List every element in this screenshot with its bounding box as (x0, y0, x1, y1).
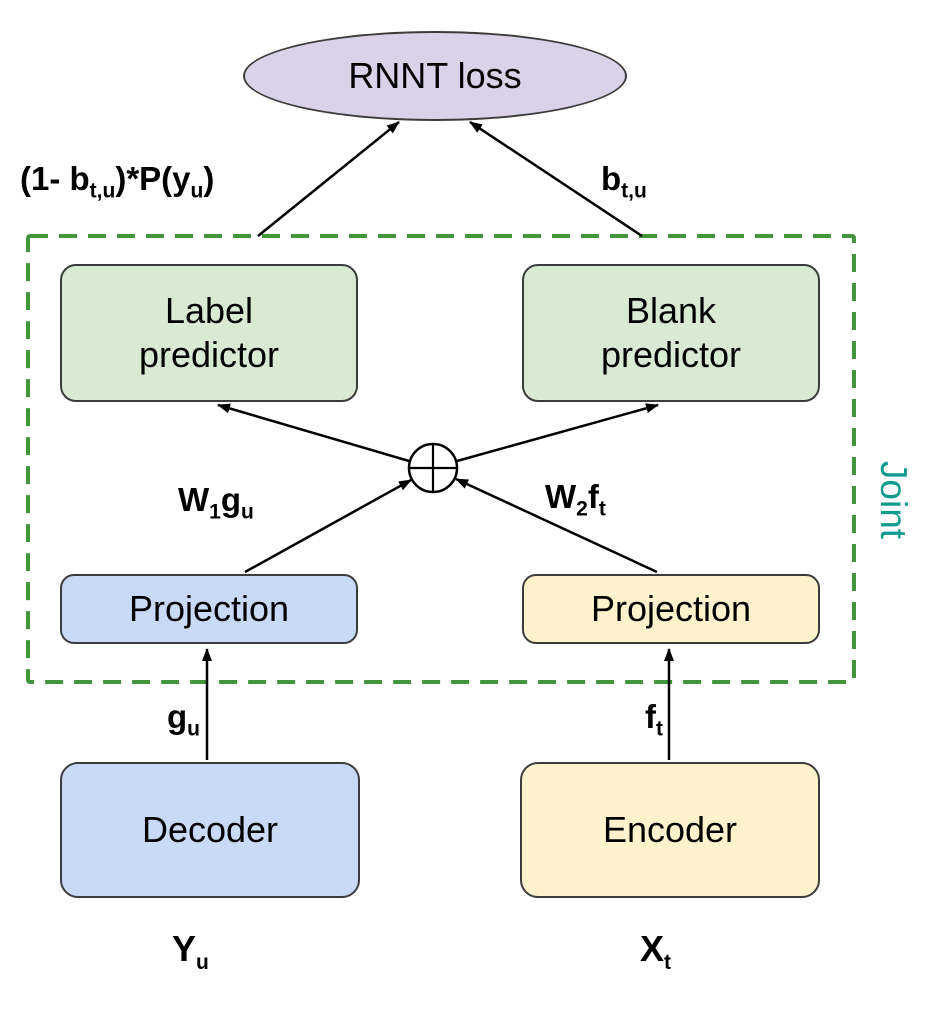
input-label-yu: Yu (172, 928, 209, 975)
edge-label-blank-prob: bt,u (601, 160, 647, 203)
blank-predictor-label: Blank predictor (600, 290, 742, 375)
arrow-projection-right-to-sum (455, 477, 658, 574)
edge-label-w1gu: W1gu (178, 481, 254, 524)
edge-label-ft: ft (645, 698, 663, 741)
arrow-sum-to-label-predictor (217, 403, 410, 463)
arrow-sum-to-blank-predictor (456, 403, 659, 463)
sum-icon (407, 442, 459, 494)
decoder-label: Decoder (141, 809, 279, 850)
joint-region-outline (26, 234, 856, 684)
projection-right-node: Projection (522, 574, 820, 644)
joint-region-label: Joint (873, 460, 914, 540)
label-predictor-node: Label predictor (60, 264, 358, 402)
label-predictor-label: Label predictor (138, 290, 280, 375)
projection-left-node: Projection (60, 574, 358, 644)
edge-label-w2ft: W2ft (545, 478, 606, 521)
edge-label-gu: gu (167, 698, 200, 741)
arrow-label-prob-to-loss (257, 121, 400, 237)
encoder-node: Encoder (520, 762, 820, 898)
encoder-label: Encoder (602, 809, 738, 850)
arrow-blank-prob-to-loss (469, 120, 643, 238)
projection-right-label: Projection (590, 588, 752, 629)
blank-predictor-node: Blank predictor (522, 264, 820, 402)
rnnt-loss-label: RNNT loss (348, 55, 522, 96)
decoder-node: Decoder (60, 762, 360, 898)
edge-label-label-prob: (1- bt,u)*P(yu) (20, 160, 215, 203)
projection-left-label: Projection (128, 588, 290, 629)
rnnt-loss-node: RNNT loss (243, 31, 627, 121)
input-label-xt: Xt (640, 928, 672, 975)
arrow-projection-left-to-sum (244, 478, 412, 574)
